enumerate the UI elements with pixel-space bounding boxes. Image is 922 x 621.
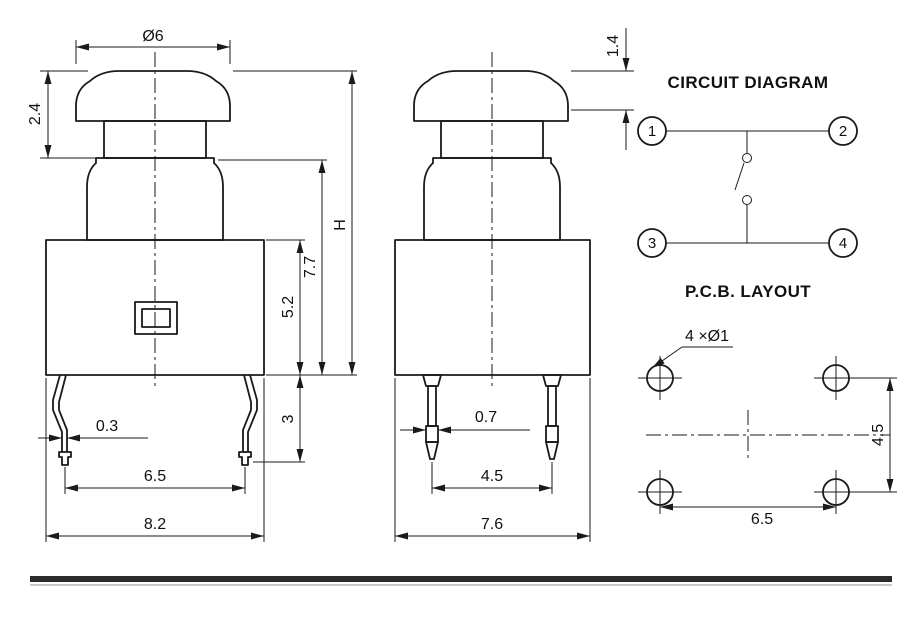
dim-cap-top-height: 1.4	[571, 28, 634, 150]
pcb-hole-top-left	[638, 356, 682, 400]
pin-4-label: 4	[839, 235, 847, 252]
dim-leg-length: 3	[280, 375, 304, 462]
contact-blade	[734, 162, 745, 191]
front-view	[45, 52, 265, 466]
dim-hole-vertical-pitch: 4.5	[853, 377, 897, 493]
contact-lower	[742, 195, 752, 205]
dim-lead-spacing-front: 6.5	[64, 467, 246, 494]
hole-callout-label: 4 ×Ø1	[685, 328, 729, 345]
dim-cap-height: 2.4	[27, 70, 102, 159]
dim-lead-thickness: 0.3	[38, 418, 148, 442]
bottom-divider	[30, 576, 892, 586]
front-button-detail-inner	[141, 308, 171, 328]
dim-hole-vertical-pitch-label: 4.5	[870, 424, 887, 446]
dim-total-height-label: H	[332, 219, 349, 231]
dim-lead-thickness-label: 0.3	[96, 418, 118, 435]
circuit-diagram: CIRCUIT DIAGRAM 1 2 3 4	[637, 73, 858, 258]
dim-cap-diameter-label: Ø6	[142, 28, 163, 45]
dim-lead-spacing-front-label: 6.5	[144, 468, 166, 485]
dim-plunger-height-label: 7.7	[302, 256, 319, 278]
dim-hole-horizontal-pitch-label: 6.5	[751, 511, 773, 528]
side-view	[394, 52, 591, 460]
dim-body-width-side-label: 7.6	[481, 516, 503, 533]
side-cap	[413, 70, 569, 122]
side-view-dimensions: 1.4 0.7 4.5 7.6	[394, 28, 634, 542]
dim-lead-width-side-label: 0.7	[475, 409, 497, 426]
pin-1-label: 1	[648, 123, 656, 140]
dim-total-height: H	[332, 71, 356, 375]
dim-body-width-side: 7.6	[394, 378, 591, 542]
dim-body-height: 5.2	[280, 240, 304, 375]
switch-symbol	[666, 130, 829, 244]
contact-upper	[742, 153, 752, 163]
front-button-detail-outer	[134, 301, 178, 335]
dim-plunger-height: 7.7	[302, 160, 326, 375]
pcb-layout-title: P.C.B. LAYOUT	[685, 282, 811, 301]
dim-cap-height-label: 2.4	[27, 103, 44, 125]
circuit-diagram-title: CIRCUIT DIAGRAM	[668, 73, 829, 92]
front-leg-right	[238, 374, 258, 466]
dim-lead-spacing-side-label: 4.5	[481, 468, 503, 485]
hole-callout: 4 ×Ø1	[651, 328, 733, 369]
dim-lead-spacing-side: 4.5	[431, 462, 553, 494]
pin-2-label: 2	[839, 123, 847, 140]
dim-cap-diameter: Ø6	[75, 28, 231, 64]
front-view-dimensions: Ø6 2.4 5.2 3 7.7 H	[27, 28, 357, 542]
front-cap	[75, 70, 231, 122]
pcb-hole-top-right	[814, 356, 858, 400]
side-leg-left	[422, 374, 442, 460]
front-leg-left	[52, 374, 72, 466]
dim-body-width-front-label: 8.2	[144, 516, 166, 533]
pin-3-label: 3	[648, 235, 656, 252]
side-leg-right	[542, 374, 562, 460]
dim-body-width-front: 8.2	[45, 378, 265, 542]
dim-cap-top-height-label: 1.4	[605, 35, 622, 57]
dim-hole-horizontal-pitch: 6.5	[660, 503, 836, 528]
dim-leg-length-label: 3	[280, 414, 297, 423]
dim-lead-width-side: 0.7	[400, 409, 530, 434]
dim-body-height-label: 5.2	[280, 296, 297, 318]
pcb-layout: P.C.B. LAYOUT 4 ×Ø1	[638, 282, 897, 528]
